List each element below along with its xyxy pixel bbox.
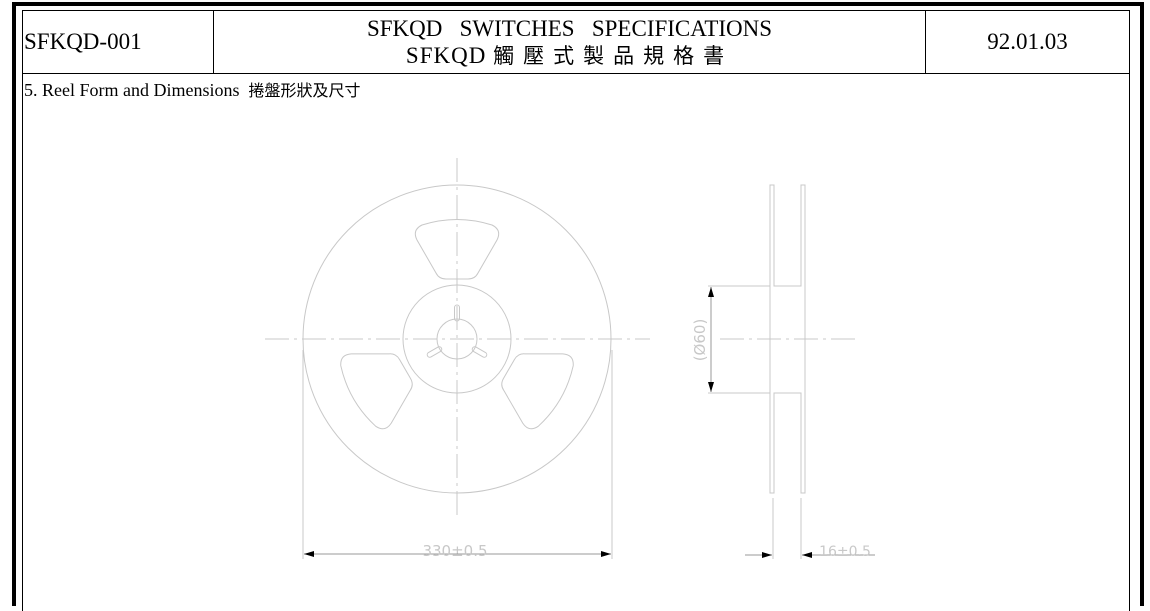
doc-title: SFKQD SWITCHES SPECIFICATIONS SFKQD 觸壓式製… bbox=[214, 10, 926, 74]
doc-date: 92.01.03 bbox=[926, 10, 1129, 74]
reel-drawing: 330±0.5 16±0.5 (Ø60) bbox=[265, 158, 875, 559]
cutout-right bbox=[501, 353, 574, 430]
reel-front-view bbox=[265, 158, 650, 559]
arbor-hole bbox=[436, 318, 478, 360]
header-row bbox=[22, 10, 1129, 74]
hub-diameter-label: (Ø60) bbox=[691, 319, 709, 362]
section-title-en: 5. Reel Form and Dimensions bbox=[24, 80, 240, 100]
reel-width-label: 16±0.5 bbox=[819, 544, 871, 559]
reel-side-outline bbox=[769, 184, 806, 494]
doc-code-text: SFKQD-001 bbox=[24, 29, 142, 54]
reel-flange-outline bbox=[302, 184, 612, 494]
section-title: 5. Reel Form and Dimensions 捲盤形狀及尺寸 bbox=[24, 77, 361, 101]
spoke-slots bbox=[426, 304, 488, 358]
window-cutouts bbox=[340, 219, 574, 430]
page-border bbox=[12, 2, 1144, 606]
cutout-left bbox=[340, 353, 413, 430]
hub-outline bbox=[402, 284, 512, 394]
title-english: SFKQD SWITCHES SPECIFICATIONS bbox=[366, 15, 773, 41]
title-cjk: 觸壓式製品規格書 bbox=[493, 43, 734, 68]
doc-date-text: 92.01.03 bbox=[987, 29, 1068, 54]
reel-side-view bbox=[708, 184, 875, 559]
cutout-top bbox=[414, 219, 500, 280]
title-chinese: SFKQD 觸壓式製品規格書 bbox=[406, 42, 733, 70]
reel-diameter-label: 330±0.5 bbox=[422, 542, 487, 559]
slot-right bbox=[471, 346, 488, 358]
section-title-cjk: 捲盤形狀及尺寸 bbox=[248, 81, 361, 100]
title-prefix: SFKQD bbox=[405, 42, 487, 68]
doc-code: SFKQD-001 bbox=[22, 10, 214, 74]
slot-left bbox=[426, 346, 443, 358]
slot-top bbox=[454, 304, 460, 322]
page-inner-border bbox=[22, 10, 1130, 611]
